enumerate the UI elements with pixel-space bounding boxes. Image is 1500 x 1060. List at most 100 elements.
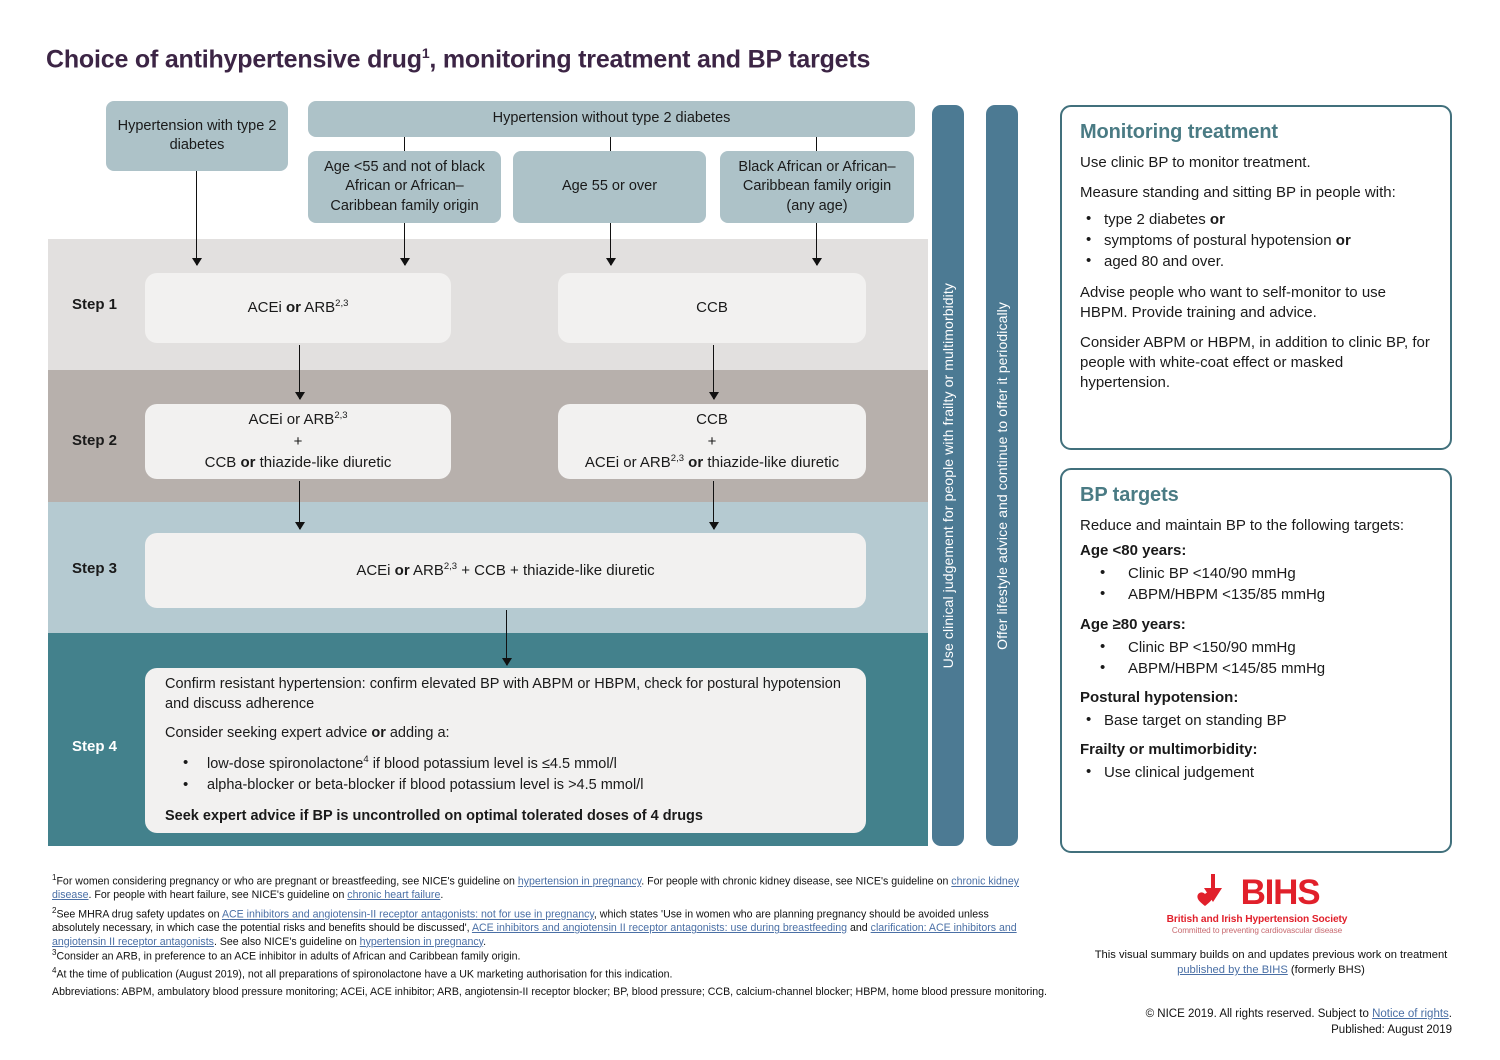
step-4-bold-advice: Seek expert advice if BP is uncontrolled… bbox=[165, 808, 703, 825]
footnote-marker: 2,3 bbox=[670, 453, 684, 465]
connector-line-black-african bbox=[816, 223, 818, 235]
step-1-left-drug-box: ACEi or ARB2,3 bbox=[145, 273, 451, 343]
condition-box-hypertension-with-diabetes: Hypertension with type 2 diabetes bbox=[106, 101, 288, 171]
bp-targets-group-3-list: Base target on standing BP bbox=[1080, 709, 1432, 731]
step-2-left-line-3: CCB or thiazide-like diuretic bbox=[204, 454, 392, 472]
bihs-published-link[interactable]: published by the BIHS bbox=[1177, 964, 1288, 977]
step-4-bullet-item: low-dose spironolactone4 if blood potass… bbox=[165, 752, 643, 776]
vertical-bar-label: Use clinical judgement for people with f… bbox=[940, 282, 956, 669]
step-2-right-line-1: CCB bbox=[696, 410, 728, 428]
bp-targets-panel: BP targets Reduce and maintain BP to the… bbox=[1060, 468, 1452, 853]
condition-label: Black African or African–Caribbean famil… bbox=[738, 159, 896, 214]
bp-targets-intro: Reduce and maintain BP to the following … bbox=[1080, 517, 1405, 534]
step-2-left-plus: + bbox=[293, 432, 303, 450]
monitoring-panel-heading: Monitoring treatment bbox=[1080, 121, 1278, 143]
bp-targets-group-4-list: Use clinical judgement bbox=[1080, 761, 1432, 783]
monitoring-paragraph-1: Use clinic BP to monitor treatment. bbox=[1080, 154, 1311, 171]
bp-targets-group-2-title: Age ≥80 years: bbox=[1080, 615, 1186, 633]
bihs-society-name: British and Irish Hypertension Society bbox=[1166, 914, 1348, 925]
condition-box-black-african-caribbean: Black African or African–Caribbean famil… bbox=[720, 151, 914, 223]
footnote-link-chronic-heart-failure[interactable]: chronic heart failure bbox=[347, 889, 441, 902]
step-3-text: ACEi or ARB2,3 + CCB + thiazide-like diu… bbox=[356, 560, 655, 579]
footnote-marker: 2,3 bbox=[335, 298, 349, 310]
vertical-bar-label: Offer lifestyle advice and continue to o… bbox=[994, 301, 1010, 650]
vertical-bar-clinical-judgement: Use clinical judgement for people with f… bbox=[932, 105, 964, 846]
bihs-heart-arrow-icon bbox=[1196, 874, 1222, 906]
footnote-link-hypertension-in-pregnancy[interactable]: hypertension in pregnancy bbox=[517, 875, 642, 888]
condition-label: Hypertension without type 2 diabetes bbox=[492, 110, 731, 127]
vertical-bar-lifestyle-advice: Offer lifestyle advice and continue to o… bbox=[986, 105, 1018, 846]
page-title-text-tail: , monitoring treatment and BP targets bbox=[429, 45, 871, 74]
condition-box-hypertension-without-diabetes: Hypertension without type 2 diabetes bbox=[308, 101, 915, 137]
footnote-1: 1For women considering pregnancy or who … bbox=[52, 873, 1020, 902]
step-4-bullet-list: low-dose spironolactone4 if blood potass… bbox=[165, 752, 643, 797]
bihs-tagline: Committed to preventing cardiovascular d… bbox=[1171, 926, 1343, 935]
condition-label: Hypertension with type 2 diabetes bbox=[117, 117, 277, 153]
step-1-right-text: CCB bbox=[696, 299, 728, 317]
page-title-footnote-marker: 1 bbox=[421, 45, 430, 61]
footnote-marker: 4 bbox=[52, 966, 57, 976]
step-4-paragraph-2: Consider seeking expert advice or adding… bbox=[165, 725, 450, 742]
monitoring-paragraph-2: Measure standing and sitting BP in peopl… bbox=[1080, 183, 1396, 201]
footnote-link-hypertension-in-pregnancy-2[interactable]: hypertension in pregnancy bbox=[359, 935, 484, 948]
bp-target-item: Use clinical judgement bbox=[1080, 761, 1432, 783]
monitoring-bullet-item: aged 80 and over. bbox=[1080, 250, 1432, 272]
monitoring-bullet-item: type 2 diabetes or bbox=[1080, 208, 1432, 230]
bp-target-item: Base target on standing BP bbox=[1080, 709, 1432, 731]
step-4-paragraph-1: Confirm resistant hypertension: confirm … bbox=[165, 675, 841, 713]
footnote-2: 2See MHRA drug safety updates on ACE inh… bbox=[52, 906, 1017, 948]
bihs-attribution-note: This visual summary builds on and update… bbox=[1094, 949, 1448, 977]
bp-target-item: Clinic BP <150/90 mmHg bbox=[1080, 636, 1432, 658]
copyright-block: © NICE 2019. All rights reserved. Subjec… bbox=[1060, 1006, 1452, 1038]
copyright-line: © NICE 2019. All rights reserved. Subjec… bbox=[1145, 1008, 1452, 1020]
bihs-logo-block: BIHS British and Irish Hypertension Soci… bbox=[1162, 872, 1352, 935]
condition-label: Age <55 and not of black African or Afri… bbox=[324, 159, 485, 214]
monitoring-paragraph-3: Advise people who want to self-monitor t… bbox=[1080, 283, 1386, 321]
page-title-text: Choice of antihypertensive drug bbox=[46, 45, 422, 74]
bp-targets-group-4-title: Frailty or multimorbidity: bbox=[1080, 741, 1258, 759]
bp-targets-group-2-list: Clinic BP <150/90 mmHg ABPM/HBPM <145/85… bbox=[1080, 636, 1432, 680]
footnote-link-ace-use-during-breastfeeding[interactable]: ACE inhibitors and angiotensin II recept… bbox=[471, 922, 848, 935]
footnote-link-chronic-kidney-disease[interactable]: chronic kidney disease bbox=[52, 875, 1020, 902]
bp-target-item: ABPM/HBPM <145/85 mmHg bbox=[1080, 657, 1432, 679]
connector-line-nodiabetes-to-age-under-55 bbox=[404, 137, 406, 151]
monitoring-bullet-list: type 2 diabetes or symptoms of postural … bbox=[1080, 208, 1432, 273]
bp-targets-group-3-title: Postural hypotension: bbox=[1080, 689, 1239, 707]
step-2-left-drug-box: ACEi or ARB2,3 + CCB or thiazide-like di… bbox=[145, 404, 451, 479]
monitoring-bullet-item: symptoms of postural hypotension or bbox=[1080, 229, 1432, 251]
footnote-link-ace-not-for-use-in-pregnancy[interactable]: ACE inhibitors and angiotensin-II recept… bbox=[221, 908, 594, 921]
bp-targets-group-1-title: Age <80 years: bbox=[1080, 541, 1187, 559]
step-3-drug-box: ACEi or ARB2,3 + CCB + thiazide-like diu… bbox=[145, 533, 866, 608]
step-4-label: Step 4 bbox=[72, 738, 118, 755]
footnote-marker: 4 bbox=[363, 753, 369, 765]
notice-of-rights-link[interactable]: Notice of rights bbox=[1372, 1008, 1449, 1020]
connector-line-age-under-55 bbox=[404, 223, 406, 235]
bp-targets-panel-heading: BP targets bbox=[1080, 484, 1179, 506]
bp-target-item: ABPM/HBPM <135/85 mmHg bbox=[1080, 583, 1432, 605]
footnote-marker: 3 bbox=[52, 948, 57, 957]
abbreviations-line: Abbreviations: ABPM, ambulatory blood pr… bbox=[52, 986, 1047, 998]
bp-target-item: Clinic BP <140/90 mmHg bbox=[1080, 562, 1432, 584]
step-1-label: Step 1 bbox=[72, 296, 118, 313]
step-3-label: Step 3 bbox=[72, 560, 118, 577]
connector-line-diabetes bbox=[196, 171, 198, 235]
step-2-label: Step 2 bbox=[72, 432, 118, 449]
step-4-drug-box: Confirm resistant hypertension: confirm … bbox=[145, 668, 866, 833]
connector-line-age-55-over bbox=[610, 223, 612, 235]
footnote-3: 3Consider an ARB, in preference to an AC… bbox=[52, 948, 521, 963]
footnote-marker: 2,3 bbox=[443, 560, 458, 572]
monitoring-paragraph-4: Consider ABPM or HBPM, in addition to cl… bbox=[1080, 333, 1430, 391]
step-2-left-line-1: ACEi or ARB2,3 bbox=[248, 409, 348, 428]
bp-targets-group-1-list: Clinic BP <140/90 mmHg ABPM/HBPM <135/85… bbox=[1080, 562, 1432, 606]
published-date: Published: August 2019 bbox=[1331, 1024, 1452, 1037]
footnote-marker: 1 bbox=[52, 873, 57, 882]
connector-line-nodiabetes-to-age-55-over bbox=[610, 137, 612, 151]
monitoring-treatment-panel: Monitoring treatment Use clinic BP to mo… bbox=[1060, 105, 1452, 450]
bihs-logo-row: BIHS bbox=[1162, 872, 1352, 912]
bihs-wordmark: BIHS bbox=[1240, 872, 1321, 912]
step-2-right-drug-box: CCB + ACEi or ARB2,3 or thiazide-like di… bbox=[558, 404, 866, 479]
footnote-link-ace-clarification[interactable]: clarification: ACE inhibitors and angiot… bbox=[52, 922, 1017, 948]
connector-line-nodiabetes-to-black-african bbox=[816, 137, 818, 151]
footnote-4: 4At the time of publication (August 2019… bbox=[52, 966, 673, 981]
condition-box-age-55-or-over: Age 55 or over bbox=[513, 151, 706, 223]
